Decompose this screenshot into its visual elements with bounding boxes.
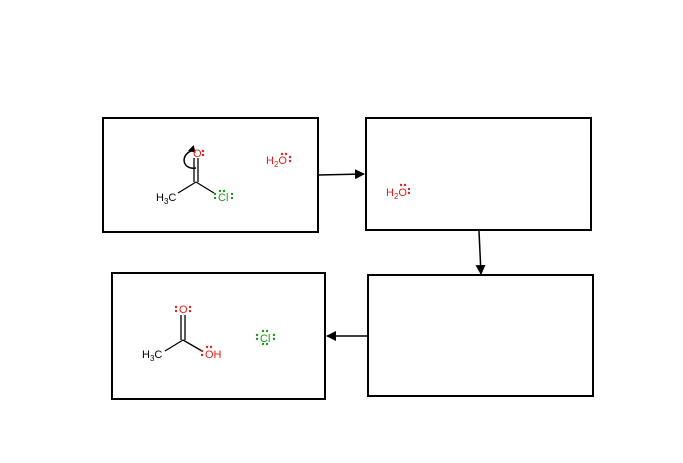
electron-push-arrow xyxy=(183,144,197,169)
chloride-ion: Cl xyxy=(255,329,276,346)
water-label-2: H2O xyxy=(386,187,407,201)
hydroxyl-label: OH xyxy=(205,349,222,361)
step-box-4 xyxy=(111,272,326,400)
carbonyl-oxygen-label: O xyxy=(193,148,202,160)
acetic-acid-molecule: O H3C OH xyxy=(142,304,222,363)
acetyl-chloride-molecule: O H3C Cl xyxy=(156,144,234,206)
step-box-2 xyxy=(365,117,592,231)
acid-methyl-label: H3C xyxy=(142,349,162,363)
chlorine-label: Cl xyxy=(218,192,228,204)
step-box-1 xyxy=(102,117,319,233)
methyl-label: H3C xyxy=(156,192,176,206)
acid-carbonyl-oxygen-label: O xyxy=(179,304,188,316)
step-box-3 xyxy=(367,274,594,397)
reaction-arrow-1-to-2 xyxy=(317,169,365,180)
water-molecule-1: H2O xyxy=(266,152,292,169)
water-label-1: H2O xyxy=(266,155,287,169)
chloride-label: Cl xyxy=(260,333,270,345)
reaction-arrow-2-to-3 xyxy=(475,230,486,275)
water-molecule-2: H2O xyxy=(386,183,411,201)
